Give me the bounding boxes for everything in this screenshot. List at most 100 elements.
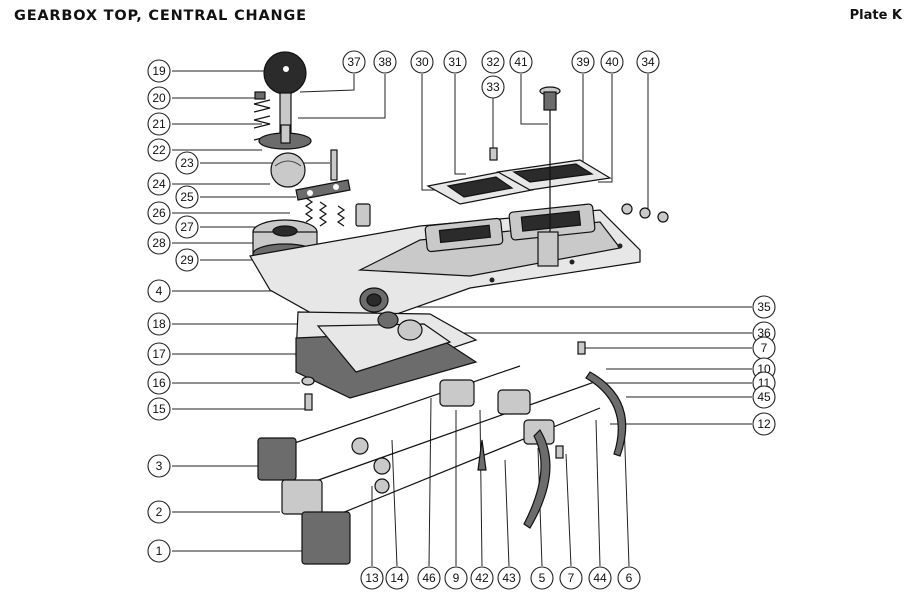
svg-text:26: 26 [152, 206, 166, 220]
callout-21: 21 [147, 112, 171, 136]
callout-27: 27 [175, 215, 199, 239]
callout-7-right: 7 [752, 336, 776, 360]
callout-39: 39 [571, 50, 595, 74]
svg-text:27: 27 [180, 220, 194, 234]
svg-text:42: 42 [475, 571, 489, 585]
callout-4: 4 [147, 279, 171, 303]
callout-6: 6 [617, 566, 641, 590]
svg-text:37: 37 [347, 55, 361, 69]
svg-text:17: 17 [152, 347, 166, 361]
svg-text:44: 44 [593, 571, 607, 585]
callout-45: 45 [752, 385, 776, 409]
svg-text:39: 39 [576, 55, 590, 69]
svg-text:13: 13 [365, 571, 379, 585]
callout-23: 23 [175, 151, 199, 175]
svg-text:40: 40 [605, 55, 619, 69]
svg-text:7: 7 [568, 571, 575, 585]
callout-37: 37 [342, 50, 366, 74]
callout-44: 44 [588, 566, 612, 590]
svg-text:12: 12 [757, 417, 771, 431]
callout-20: 20 [147, 86, 171, 110]
fixing-screws [301, 341, 586, 459]
callout-24: 24 [147, 172, 171, 196]
svg-text:33: 33 [486, 80, 500, 94]
interlock-balls [351, 437, 391, 494]
callout-5: 5 [530, 566, 554, 590]
callout-30: 30 [410, 50, 434, 74]
gaskets [295, 311, 478, 399]
svg-text:2: 2 [156, 505, 163, 519]
svg-text:25: 25 [180, 190, 194, 204]
callout-33: 33 [481, 75, 505, 99]
callout-2: 2 [147, 500, 171, 524]
callout-38: 38 [373, 50, 397, 74]
springs-and-plungers [304, 197, 371, 227]
gearbox-top-cover [249, 203, 641, 321]
svg-text:38: 38 [378, 55, 392, 69]
callout-32: 32 [481, 50, 505, 74]
callout-26: 26 [147, 201, 171, 225]
svg-text:46: 46 [422, 571, 436, 585]
callout-12: 12 [752, 412, 776, 436]
dipstick [539, 86, 561, 232]
callout-9: 9 [444, 566, 468, 590]
svg-text:15: 15 [152, 402, 166, 416]
gear-lever-knob [263, 51, 307, 95]
svg-text:5: 5 [539, 571, 546, 585]
callout-41: 41 [509, 50, 533, 74]
callout-40: 40 [600, 50, 624, 74]
rod-end-blocks [257, 437, 351, 565]
callout-1: 1 [147, 539, 171, 563]
svg-text:22: 22 [152, 143, 166, 157]
svg-text:23: 23 [180, 156, 194, 170]
svg-text:18: 18 [152, 317, 166, 331]
svg-text:41: 41 [514, 55, 528, 69]
locating-arm [295, 179, 351, 201]
lever-plate [258, 124, 312, 150]
callout-29: 29 [175, 248, 199, 272]
svg-text:7: 7 [761, 341, 768, 355]
svg-text:43: 43 [502, 571, 516, 585]
svg-text:35: 35 [757, 300, 771, 314]
callout-17: 17 [147, 342, 171, 366]
callout-15: 15 [147, 397, 171, 421]
svg-text:32: 32 [486, 55, 500, 69]
svg-text:20: 20 [152, 91, 166, 105]
svg-text:3: 3 [156, 459, 163, 473]
callout-16: 16 [147, 371, 171, 395]
svg-text:31: 31 [448, 55, 462, 69]
callout-42: 42 [470, 566, 494, 590]
callout-19: 19 [147, 59, 171, 83]
selector-forks [439, 371, 627, 529]
callout-31: 31 [443, 50, 467, 74]
page-title: GEARBOX TOP, CENTRAL CHANGE [14, 8, 307, 24]
svg-text:9: 9 [453, 571, 460, 585]
cover-plates [426, 147, 669, 223]
svg-text:45: 45 [757, 390, 771, 404]
svg-text:6: 6 [626, 571, 633, 585]
callout-35: 35 [752, 295, 776, 319]
svg-text:30: 30 [415, 55, 429, 69]
svg-text:36: 36 [757, 326, 771, 340]
svg-text:24: 24 [152, 177, 166, 191]
svg-text:4: 4 [156, 284, 163, 298]
ball-joint [270, 149, 338, 188]
callout-43: 43 [497, 566, 521, 590]
plate-label: Plate K [849, 8, 902, 23]
callout-25: 25 [175, 185, 199, 209]
svg-text:1: 1 [156, 544, 163, 558]
svg-text:28: 28 [152, 236, 166, 250]
callout-3: 3 [147, 454, 171, 478]
callout-13: 13 [360, 566, 384, 590]
callout-28: 28 [147, 231, 171, 255]
callout-34: 34 [636, 50, 660, 74]
callout-46: 46 [417, 566, 441, 590]
callout-18: 18 [147, 312, 171, 336]
svg-text:21: 21 [152, 117, 166, 131]
svg-text:29: 29 [180, 253, 194, 267]
svg-text:19: 19 [152, 64, 166, 78]
svg-text:34: 34 [641, 55, 655, 69]
svg-text:16: 16 [152, 376, 166, 390]
callout-14: 14 [385, 566, 409, 590]
